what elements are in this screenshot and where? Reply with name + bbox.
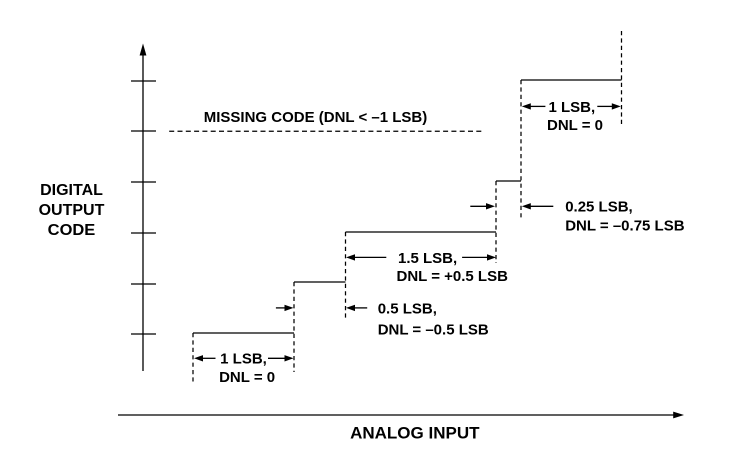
svg-text:DNL = –0.75 LSB: DNL = –0.75 LSB xyxy=(565,217,685,234)
svg-text:1 LSB,: 1 LSB, xyxy=(548,99,595,116)
svg-text:DNL = 0: DNL = 0 xyxy=(547,117,603,134)
svg-text:1 LSB,: 1 LSB, xyxy=(220,351,267,368)
svg-text:DNL = +0.5 LSB: DNL = +0.5 LSB xyxy=(397,268,509,285)
svg-text:1.5 LSB,: 1.5 LSB, xyxy=(398,250,457,267)
svg-text:MISSING CODE (DNL < –1 LSB): MISSING CODE (DNL < –1 LSB) xyxy=(204,109,428,126)
svg-text:CODE: CODE xyxy=(48,222,96,239)
svg-text:DIGITAL: DIGITAL xyxy=(40,182,103,199)
svg-text:OUTPUT: OUTPUT xyxy=(39,202,105,219)
svg-text:DNL = –0.5 LSB: DNL = –0.5 LSB xyxy=(378,321,489,338)
svg-text:DNL = 0: DNL = 0 xyxy=(219,369,275,386)
svg-text:0.25 LSB,: 0.25 LSB, xyxy=(565,199,633,216)
svg-text:ANALOG INPUT: ANALOG INPUT xyxy=(350,424,480,443)
svg-text:0.5 LSB,: 0.5 LSB, xyxy=(378,301,437,318)
